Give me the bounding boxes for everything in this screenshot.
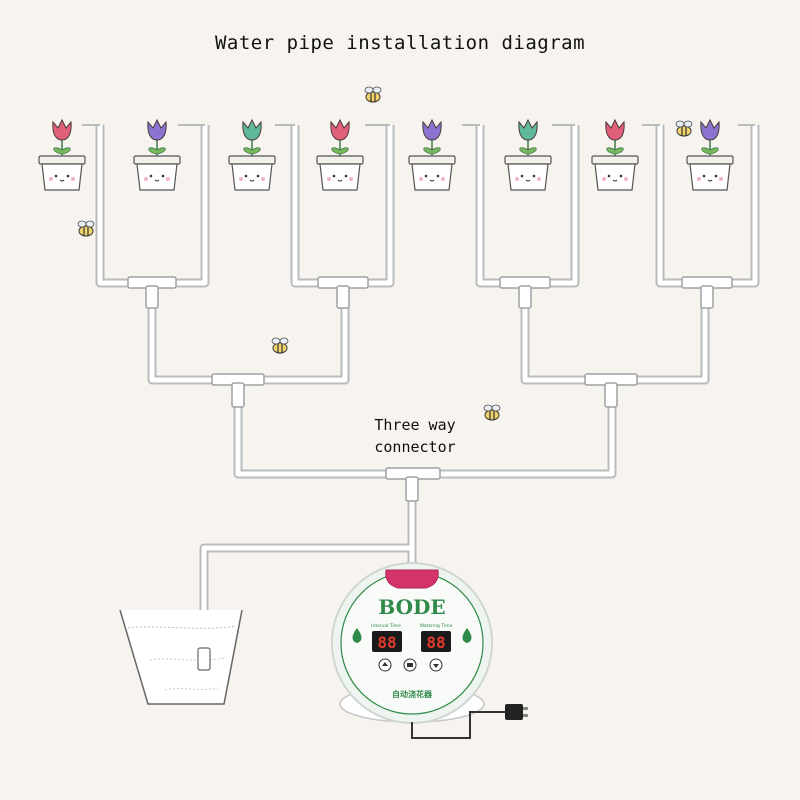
flower-pots xyxy=(38,118,734,191)
drop-icon xyxy=(352,628,362,643)
bee-icon xyxy=(77,220,95,237)
tee-connector xyxy=(584,373,638,408)
flower-pot-icon xyxy=(591,118,639,191)
tee-connector xyxy=(127,276,177,309)
flower-pot-icon xyxy=(504,118,552,191)
bee-icon xyxy=(483,404,501,421)
filter-icon xyxy=(197,647,211,671)
pipe-right-pair xyxy=(520,283,710,385)
flower-pot-icon xyxy=(408,118,456,191)
bee-icon xyxy=(271,337,289,354)
controller-inlet xyxy=(385,569,439,589)
watering-display-value: 88 xyxy=(426,633,445,652)
tee-connector xyxy=(211,373,265,408)
tee-connector xyxy=(499,276,551,309)
callout-line2: connector xyxy=(374,438,456,456)
tee-connector xyxy=(681,276,733,309)
connector-callout: Three way connector xyxy=(355,414,475,458)
watering-display xyxy=(421,631,451,652)
bee-icon xyxy=(675,120,693,137)
tee-connector xyxy=(317,276,369,309)
controller-brand: BODE xyxy=(378,595,445,619)
diagram-title: Water pipe installation diagram xyxy=(214,32,586,54)
flower-pot-icon xyxy=(228,118,276,191)
pipe-left-pair xyxy=(147,283,350,385)
bee-icon xyxy=(364,86,382,103)
bucket-body xyxy=(119,609,243,705)
interval-label: Interval Time xyxy=(371,623,401,629)
bees xyxy=(77,86,693,421)
power-plug-icon xyxy=(505,704,523,720)
flower-pot-icon xyxy=(686,118,734,191)
interval-display-value: 88 xyxy=(377,633,396,652)
tee-connectors xyxy=(127,276,733,502)
flower-pot-icon xyxy=(38,118,86,191)
interval-display xyxy=(372,631,402,652)
callout-line1: Three way xyxy=(374,416,456,434)
flower-pot-icon xyxy=(316,118,364,191)
controller-device: BODE Interval Time Watering Time 88 88 自… xyxy=(331,562,528,739)
watering-label: Watering Time xyxy=(420,623,453,629)
water-bucket xyxy=(119,609,243,705)
flower-pot-icon xyxy=(133,118,181,191)
power-cord xyxy=(411,711,505,739)
controller-bottom-label: 自动浇花器 xyxy=(392,689,433,699)
tee-connector xyxy=(385,467,441,502)
drop-icon xyxy=(462,628,472,643)
